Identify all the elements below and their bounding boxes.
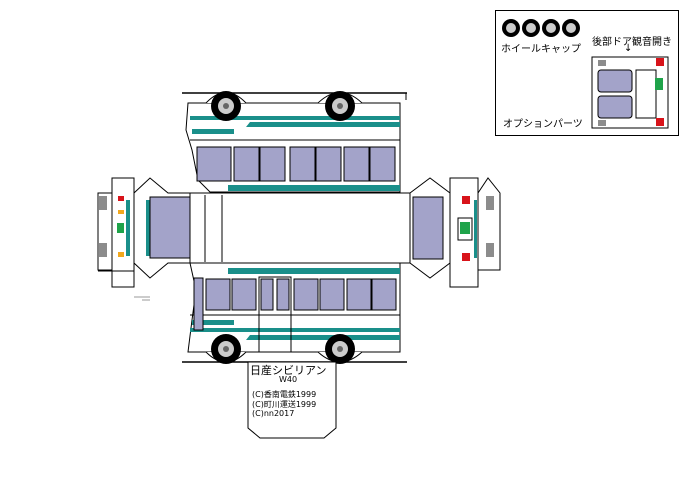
- model-name: 日産シビリアン: [250, 364, 327, 377]
- lower-windows: [193, 277, 397, 331]
- credit-line-1: (C)香南電鉄1999: [252, 390, 317, 399]
- model-code: W40: [279, 375, 298, 384]
- front-panel: [97, 177, 191, 298]
- upper-windows: [196, 146, 396, 182]
- upper-rear-wheel: [325, 91, 355, 121]
- lower-front-wheel: [211, 334, 241, 364]
- lower-rear-wheel: [325, 334, 355, 364]
- credit-line-3: (C)nn2017: [252, 409, 295, 418]
- roof-panel: [189, 192, 411, 264]
- rear-panel: [409, 177, 501, 288]
- arrow-down-icon: ↓: [624, 43, 633, 54]
- credit-tab: [247, 361, 337, 439]
- lower-side-panel: [182, 262, 407, 364]
- wheel-cap-label: ホイールキャップ: [501, 44, 581, 55]
- upper-front-wheel: [211, 91, 241, 121]
- wheel-caps: [502, 19, 580, 37]
- credit-line-2: (C)町川運送1999: [252, 400, 317, 409]
- rear-door-label: 後部ドア観音開き: [592, 37, 672, 48]
- option-parts-box: [495, 10, 679, 136]
- rear-door-option: [591, 56, 669, 129]
- option-parts-label: オプションパーツ: [503, 119, 583, 130]
- upper-side-panel: [182, 91, 407, 193]
